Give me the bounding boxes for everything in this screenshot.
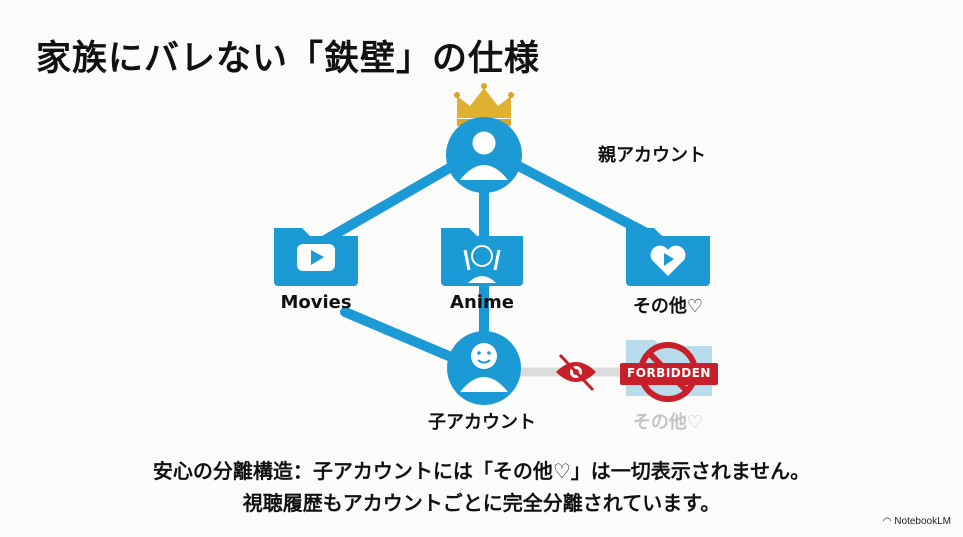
- child-avatar-icon: [447, 331, 521, 405]
- folder-label-anime: Anime: [450, 292, 514, 313]
- page-title: 家族にバレない「鉄壁」の仕様: [36, 39, 541, 79]
- parent-avatar-icon: [446, 117, 522, 193]
- folder-label-other: その他♡: [632, 296, 704, 317]
- child-account-label: 子アカウント: [428, 412, 536, 433]
- folder-anime-icon: [441, 228, 523, 286]
- folder-movies-icon: [274, 228, 358, 286]
- brand-label: NotebookLM: [894, 516, 951, 527]
- notebooklm-logo-icon: ◠: [882, 516, 895, 527]
- brand-watermark: ◠ NotebookLM: [883, 516, 951, 527]
- eye-slash-icon: [556, 353, 596, 392]
- folder-label-movies: Movies: [280, 292, 352, 313]
- forbidden-folder-label: その他♡: [632, 412, 704, 433]
- forbidden-folder-icon: [620, 340, 718, 402]
- parent-account-label: 親アカウント: [598, 145, 706, 166]
- forbidden-badge: FORBIDDEN: [627, 366, 711, 380]
- caption-line-1: 安心の分離構造：子アカウントには「その他♡」は一切表示されません。: [152, 459, 811, 483]
- folder-other-icon: [626, 228, 710, 286]
- caption-line-2: 視聴履歴もアカウントごとに完全分離されています。: [242, 491, 721, 515]
